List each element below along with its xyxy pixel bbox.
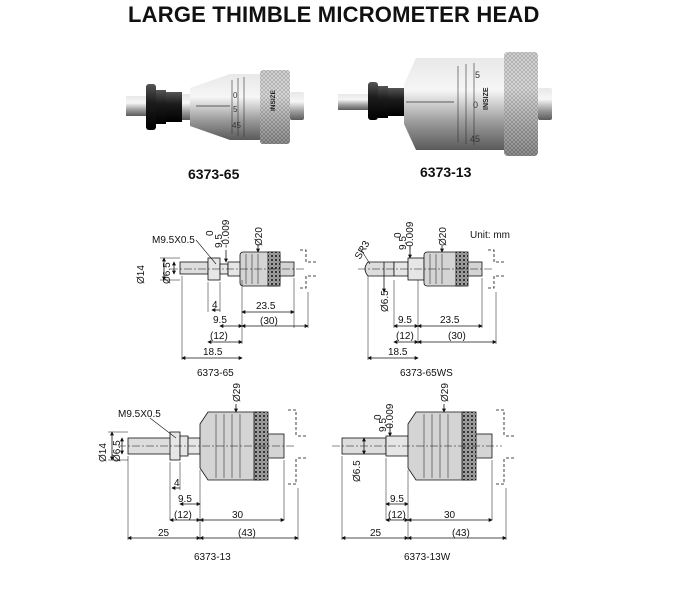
dim-9-5: 9.5 <box>390 494 404 505</box>
dim-43: (43) <box>452 528 470 539</box>
photo-scale-mark: 45 <box>232 121 241 130</box>
photo-scale-mark: 45 <box>470 134 480 144</box>
dim-12: (12) <box>210 331 228 342</box>
dim-30: (30) <box>260 316 278 327</box>
tolerance-upper: 0 <box>205 230 216 236</box>
thread-label: M9.5X0.5 <box>152 235 195 246</box>
radius-label: SR3 <box>353 239 372 262</box>
photo-scale-mark: 0 <box>233 91 238 100</box>
body-diameter-label: Ø14 <box>98 443 109 462</box>
page-title: LARGE THIMBLE MICROMETER HEAD <box>128 2 540 27</box>
spindle-diameter-label: Ø6.5 <box>162 262 173 284</box>
drawing-6373-65: M9.5X0.5 Ø14 Ø6.5 9.5 0 -0.009 Ø20 4 9.5… <box>136 219 316 379</box>
drawing-caption: 6373-65WS <box>400 368 453 379</box>
dim-4: 4 <box>212 300 218 311</box>
sleeve-diameter-label: 9.5 <box>378 418 389 432</box>
dim-25: 25 <box>370 528 382 539</box>
dim-43: (43) <box>238 528 256 539</box>
tolerance-lower: -0.009 <box>221 219 232 248</box>
thimble-diameter-label: Ø29 <box>232 383 243 402</box>
dim-12: (12) <box>174 510 192 521</box>
dim-9-5: 9.5 <box>398 315 412 326</box>
product-photo-6373-65: 0 5 45 INSIZE <box>126 70 304 144</box>
dim-18-5: 18.5 <box>203 347 223 358</box>
dim-23-5: 23.5 <box>256 301 276 312</box>
photo-scale-mark: 5 <box>475 70 480 80</box>
photo-caption-6373-65: 6373-65 <box>188 166 240 182</box>
tolerance-lower: -0.009 <box>385 403 396 432</box>
photo-scale-mark: 0 <box>473 100 478 110</box>
photo-caption-6373-13: 6373-13 <box>420 164 472 180</box>
brand-logo: INSIZE <box>483 87 490 110</box>
thimble-diameter-label: Ø20 <box>254 227 265 246</box>
drawing-caption: 6373-65 <box>197 368 234 379</box>
dim-12: (12) <box>388 510 406 521</box>
sleeve-diameter-label: 9.5 <box>214 234 225 248</box>
tolerance-upper: 0 <box>373 414 384 420</box>
dim-9-5: 9.5 <box>178 494 192 505</box>
thread-label: M9.5X0.5 <box>118 409 161 420</box>
dim-30: 30 <box>232 510 244 521</box>
dim-4: 4 <box>174 478 180 489</box>
unit-note: Unit: mm <box>470 230 510 241</box>
spindle-diameter-label: Ø6.5 <box>112 440 123 462</box>
drawing-6373-13: M9.5X0.5 Ø14 Ø6.5 Ø29 4 9.5 (12) 25 30 (… <box>98 383 306 563</box>
spindle-diameter-label: Ø6.5 <box>352 460 363 482</box>
body-diameter-label: Ø14 <box>136 265 147 284</box>
dim-30: 30 <box>444 510 456 521</box>
drawing-caption: 6373-13 <box>194 552 231 563</box>
dim-23-5: 23.5 <box>440 315 460 326</box>
product-photo-6373-13: 5 0 45 INSIZE <box>338 52 552 156</box>
dim-9-5: 9.5 <box>213 315 227 326</box>
drawing-6373-65ws: SR3 Ø6.5 9.5 0 -0.009 Ø20 Unit: mm 9.5 (… <box>353 221 510 379</box>
brand-logo: INSIZE <box>270 89 277 111</box>
sleeve-diameter-label: 9.5 <box>398 236 409 250</box>
tolerance-upper: 0 <box>393 232 404 238</box>
drawing-caption: 6373-13W <box>404 552 451 563</box>
dim-25: 25 <box>158 528 170 539</box>
thimble-diameter-label: Ø20 <box>438 227 449 246</box>
tolerance-lower: -0.009 <box>405 221 416 250</box>
thimble-diameter-label: Ø29 <box>440 383 451 402</box>
spindle-diameter-label: Ø6.5 <box>380 290 391 312</box>
drawing-6373-13w: Ø6.5 9.5 0 -0.009 Ø29 9.5 (12) 25 30 (43… <box>332 383 514 563</box>
dim-18-5: 18.5 <box>388 347 408 358</box>
dim-30: (30) <box>448 331 466 342</box>
dim-12: (12) <box>396 331 414 342</box>
photo-scale-mark: 5 <box>233 105 238 114</box>
